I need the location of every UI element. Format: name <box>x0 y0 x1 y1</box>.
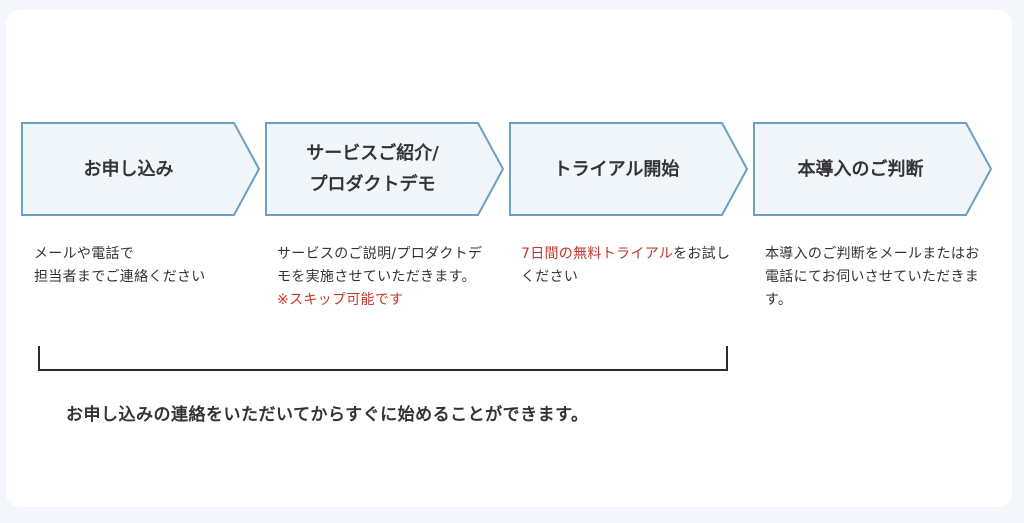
step-arrow-shape <box>753 122 993 216</box>
step-arrow-shape <box>265 122 505 216</box>
step-1-apply: お申し込み <box>21 122 261 216</box>
step-4-description: 本導入のご判断をメールまたはお電話にてお伺いさせていただきます。 <box>765 243 980 312</box>
step-title: トライアル開始 <box>553 158 680 180</box>
desc-text: をお試しください <box>521 246 731 285</box>
quick-start-note: お申し込みの連絡をいただいてからすぐに始めることができます。 <box>66 405 589 425</box>
step-title: サービスご紹介/ プロダクトデモ <box>306 143 439 195</box>
step-arrow-shape <box>21 122 261 216</box>
step-1-description: メールや電話で 担当者までご連絡ください <box>34 243 249 289</box>
step-3-trial-start: トライアル開始 <box>509 122 749 216</box>
step-2-description: サービスのご説明/プロダクトデモを実施させていただきます。 ※スキップ可能です <box>277 243 492 312</box>
step-2-service-demo: サービスご紹介/ プロダクトデモ <box>265 122 505 216</box>
step-title: お申し込み <box>83 158 174 180</box>
desc-highlight: 7日間の無料トライアル <box>521 246 674 262</box>
span-bracket <box>38 346 728 371</box>
step-title: 本導入のご判断 <box>797 158 924 180</box>
desc-text: メールや電話で 担当者までご連絡ください <box>34 246 206 285</box>
desc-text: サービスのご説明/プロダクトデモを実施させていただきます。 <box>277 246 483 285</box>
process-card <box>6 10 1012 507</box>
desc-highlight: ※スキップ可能です <box>277 292 404 308</box>
step-4-decision: 本導入のご判断 <box>753 122 993 216</box>
desc-text: 本導入のご判断をメールまたはお電話にてお伺いさせていただきます。 <box>765 246 980 308</box>
step-arrow-shape <box>509 122 749 216</box>
step-3-description: 7日間の無料トライアルをお試しください <box>521 243 736 289</box>
